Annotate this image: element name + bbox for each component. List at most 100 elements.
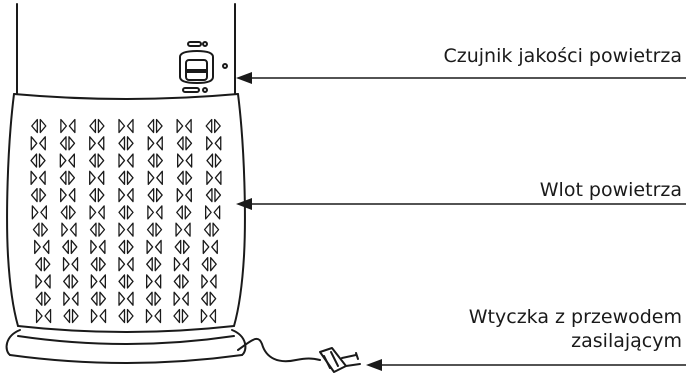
grille-vent-left-triangle [89, 187, 97, 203]
grille-vent-left-triangle [62, 239, 69, 255]
grille-vent-left-triangle [118, 291, 126, 306]
grille-vent [118, 274, 134, 289]
grille-vent-left-triangle [147, 118, 155, 134]
grille-vent-right-triangle [214, 187, 222, 203]
air-inlet-grille [30, 118, 222, 324]
grille-vent-left-triangle [147, 136, 155, 151]
grille-vent [35, 308, 52, 324]
leader-lines [249, 77, 686, 366]
grille-vent-left-triangle [206, 136, 213, 151]
grille-vent-right-triangle [126, 222, 134, 237]
grille-vent [201, 257, 217, 272]
grille-vent-right-triangle [185, 187, 192, 203]
grille-vent [177, 153, 193, 168]
grille-vent [147, 136, 163, 151]
purifier-lower-body [6, 93, 246, 333]
grille-vent [118, 118, 134, 134]
grille-vent-right-triangle [156, 136, 163, 151]
grille-vent-right-triangle [43, 274, 51, 289]
grille-vent-right-triangle [211, 239, 218, 255]
grille-vent [59, 170, 76, 185]
grille-vent-left-triangle [147, 205, 155, 220]
grille-vent-right-triangle [97, 136, 105, 151]
grille-vent-right-triangle [99, 291, 107, 306]
grille-vent-right-triangle [209, 308, 217, 324]
grille-vent-left-triangle [89, 222, 97, 237]
grille-vent-left-triangle [118, 136, 126, 151]
grille-vent-left-triangle [147, 170, 155, 185]
power-plug-label-line-2: zasilającym [571, 330, 682, 352]
grille-vent-right-triangle [213, 205, 221, 220]
grille-vent-left-triangle [89, 205, 97, 220]
grille-vent-left-triangle [200, 308, 208, 324]
grille-vent-right-triangle [68, 136, 76, 151]
grille-vent-left-triangle [90, 274, 98, 289]
grille-vent-left-triangle [63, 274, 70, 289]
grille-vent-right-triangle [38, 170, 46, 185]
purifier-base [5, 329, 247, 364]
grille-vent-right-triangle [184, 205, 192, 220]
grille-vent-right-triangle [126, 187, 134, 203]
grille-vent-right-triangle [97, 205, 105, 220]
inlet-arrowhead [236, 198, 252, 210]
grille-vent-left-triangle [61, 222, 69, 237]
plug-icon [319, 347, 361, 373]
grille-vent-right-triangle [209, 274, 217, 289]
grille-vent-left-triangle [34, 239, 41, 255]
grille-vent [176, 170, 193, 185]
grille-vent [145, 308, 162, 324]
grille-vent-right-triangle [97, 170, 105, 185]
grille-vent-left-triangle [201, 257, 209, 272]
grille-vent-right-triangle [69, 205, 76, 220]
grille-vent-right-triangle [71, 308, 79, 324]
grille-vent-left-triangle [173, 274, 181, 289]
grille-vent-right-triangle [41, 222, 49, 237]
grille-vent-right-triangle [98, 222, 106, 237]
grille-vent-right-triangle [185, 136, 193, 151]
grille-vent-left-triangle [118, 205, 126, 220]
grille-vent-right-triangle [210, 257, 217, 272]
grille-vent [176, 205, 192, 220]
grille-vent [174, 239, 190, 255]
grille-vent [173, 291, 189, 306]
grille-vent-left-triangle [118, 153, 126, 168]
grille-vent-right-triangle [99, 257, 106, 272]
grille-vent [90, 308, 107, 324]
grille-vent-left-triangle [202, 239, 210, 255]
grille-vent-left-triangle [173, 308, 181, 324]
grille-vent-left-triangle [59, 170, 67, 185]
grille-vent [146, 257, 162, 272]
grille-vent-right-triangle [154, 239, 162, 255]
grille-vent [89, 153, 105, 168]
grille-vent-right-triangle [99, 308, 107, 324]
grille-vent-right-triangle [156, 170, 163, 185]
grille-vent [173, 274, 189, 289]
grille-vent-right-triangle [68, 170, 76, 185]
grille-vent-right-triangle [44, 308, 52, 324]
grille-vent [89, 205, 105, 220]
grille-vent-right-triangle [39, 118, 47, 134]
grille-vent [31, 205, 48, 220]
grille-vent-right-triangle [71, 257, 79, 272]
grille-vent-right-triangle [182, 257, 190, 272]
grille-vent [118, 222, 134, 237]
grille-vent [173, 257, 190, 272]
grille-vent [60, 205, 76, 220]
grille-vent [147, 118, 163, 134]
grille-vent [63, 308, 79, 324]
grille-vent-right-triangle [42, 239, 50, 255]
grille-vent-left-triangle [89, 170, 96, 185]
grille-vent-right-triangle [155, 187, 163, 203]
grille-vent-right-triangle [214, 153, 222, 168]
grille-vent-right-triangle [68, 187, 76, 203]
grille-vent-right-triangle [39, 136, 46, 151]
grille-vent-right-triangle [126, 170, 134, 185]
grille-vent [206, 153, 222, 168]
grille-vent-right-triangle [38, 153, 46, 168]
grille-vent-left-triangle [63, 308, 71, 324]
grille-vent-left-triangle [30, 136, 38, 151]
grille-vent-right-triangle [71, 274, 79, 289]
grille-vent-left-triangle [145, 274, 153, 289]
grille-vent-right-triangle [214, 118, 221, 134]
grille-vent-left-triangle [177, 153, 184, 168]
